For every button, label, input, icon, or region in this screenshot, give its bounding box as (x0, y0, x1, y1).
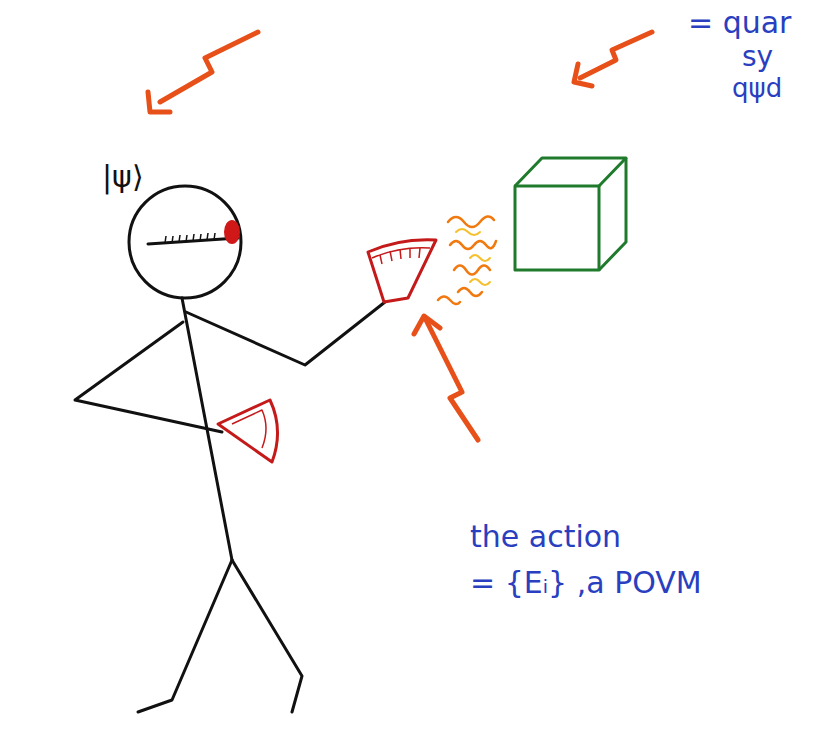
action-label: the action (470, 520, 621, 553)
system-label: sy (742, 42, 773, 73)
system-label: = quar (688, 6, 791, 39)
state-label: qψd (732, 74, 782, 103)
povm-label: = {Eᵢ} ,a POVM (470, 566, 702, 599)
state-label: |ψ⟩ (102, 160, 144, 193)
